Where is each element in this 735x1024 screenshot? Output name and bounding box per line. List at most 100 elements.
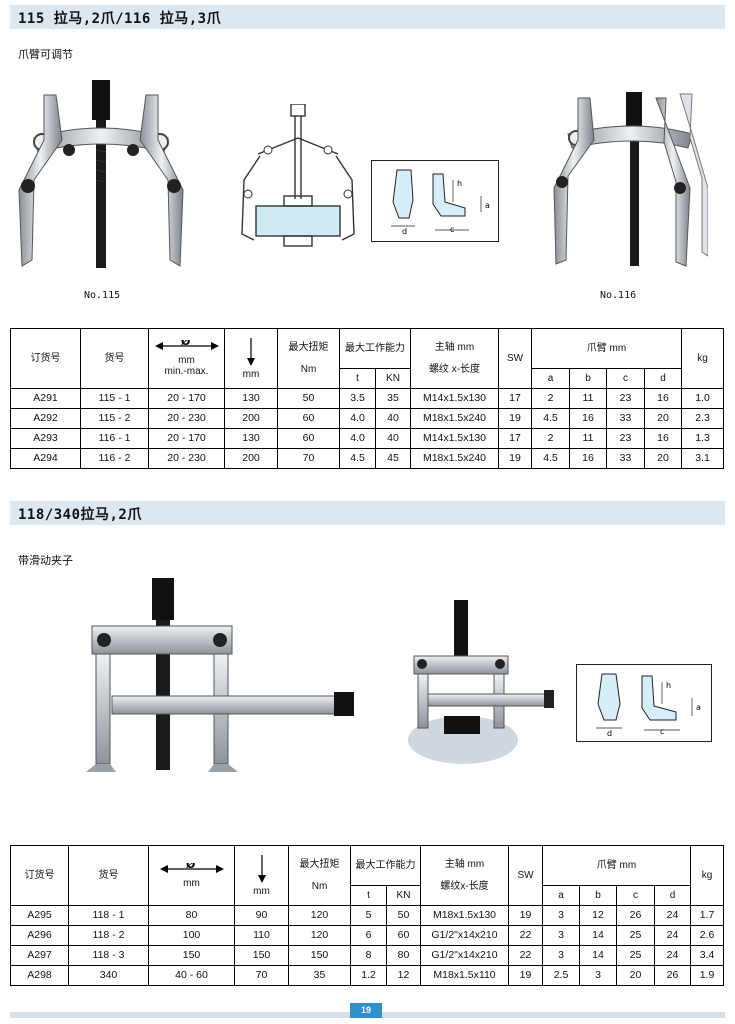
table-cell: 24 xyxy=(653,905,692,926)
header-item-no-2: 货号 xyxy=(68,845,149,906)
table-cell: 19 xyxy=(498,408,532,429)
table-cell: 11 xyxy=(569,388,607,409)
header-order-no: 订货号 xyxy=(10,328,81,389)
depth-arrow-icon xyxy=(247,337,255,366)
table-cell: 24 xyxy=(653,945,692,966)
header-d-2: d xyxy=(653,885,692,906)
table-cell: 150 xyxy=(288,945,351,966)
table-cell: 70 xyxy=(277,448,340,469)
header-capacity: 最大工作能力 xyxy=(339,328,411,369)
table-cell: 60 xyxy=(277,408,340,429)
table-cell: 3.1 xyxy=(681,448,725,469)
table-cell: 19 xyxy=(508,965,543,986)
header-spindle-2: 主轴 mm 螺纹x-长度 xyxy=(420,845,509,906)
header-a: a xyxy=(531,368,570,389)
section-title-2: 118/340拉马,2爪 xyxy=(18,507,142,523)
table-cell: 16 xyxy=(569,408,607,429)
table-cell: A291 xyxy=(10,388,81,409)
header-depth: mm xyxy=(224,328,278,389)
table-cell: 3 xyxy=(542,905,580,926)
header-torque-unit: Nm xyxy=(300,364,317,375)
two-jaw-puller-image xyxy=(18,80,184,268)
label-a: a xyxy=(485,201,490,210)
table-cell: 200 xyxy=(224,448,278,469)
table-cell: 50 xyxy=(386,905,421,926)
table-cell: 22 xyxy=(508,945,543,966)
header-depth-2: mm xyxy=(234,845,289,906)
section-header-bar: 115 拉马,2爪/116 拉马,3爪 xyxy=(10,5,725,29)
table-cell: 3 xyxy=(579,965,617,986)
table-cell: A292 xyxy=(10,408,81,429)
table-cell: 130 xyxy=(224,428,278,449)
table-cell: 45 xyxy=(375,448,411,469)
section-subtitle: 爪臂可调节 xyxy=(18,48,73,61)
table-cell: 20 xyxy=(643,408,683,429)
table-cell: 1.3 xyxy=(681,428,725,449)
table-cell: 23 xyxy=(606,428,645,449)
label-d: d xyxy=(402,227,407,236)
header-kg: kg xyxy=(681,328,725,389)
table-cell: 118 - 1 xyxy=(68,905,149,926)
table-cell: 25 xyxy=(616,945,655,966)
header-t: t xyxy=(339,368,376,389)
table-cell: 110 xyxy=(234,925,289,946)
table-cell: 1.0 xyxy=(681,388,725,409)
header-d: d xyxy=(643,368,683,389)
puller-on-bearing-image xyxy=(408,600,554,764)
table-cell: 120 xyxy=(288,925,351,946)
table-cell: 17 xyxy=(498,388,532,409)
table-cell: 24 xyxy=(653,925,692,946)
table-cell: A295 xyxy=(10,905,69,926)
table-cell: 20 - 230 xyxy=(148,408,225,429)
header-spindle-label: 主轴 mm xyxy=(434,342,475,353)
table-cell: 26 xyxy=(616,905,655,926)
header-spindle-label-2: 主轴 mm xyxy=(444,859,485,870)
table-cell: 25 xyxy=(616,925,655,946)
section-title: 115 拉马,2爪/116 拉马,3爪 xyxy=(18,11,222,27)
table-cell: 4.5 xyxy=(339,448,376,469)
table-cell: G1/2"x14x210 xyxy=(420,925,509,946)
diameter-arrow-icon-2: Ø xyxy=(159,858,224,873)
table-cell: 40 - 60 xyxy=(148,965,235,986)
header-depth-unit-2: mm xyxy=(253,885,270,897)
table-cell: 2.6 xyxy=(690,925,725,946)
table-cell: 33 xyxy=(606,408,645,429)
table-cell: 150 xyxy=(234,945,289,966)
table-cell: 60 xyxy=(386,925,421,946)
table-cell: 6 xyxy=(350,925,387,946)
three-jaw-puller-image xyxy=(553,92,708,267)
jaw-dimension-diagram: d c h a xyxy=(371,160,499,242)
table-cell: 50 xyxy=(277,388,340,409)
table-cell: 33 xyxy=(606,448,645,469)
table-cell: 16 xyxy=(643,388,683,409)
header-kg-2: kg xyxy=(690,845,725,906)
puller-line-drawing xyxy=(241,104,355,247)
table-cell: 1.7 xyxy=(690,905,725,926)
spec-table-2: 订货号 货号 Ø mm mm 最大扭矩 Nm 最大工作能力 主轴 mm 螺纹x-… xyxy=(10,845,725,986)
table-cell: 11 xyxy=(569,428,607,449)
table-cell: 340 xyxy=(68,965,149,986)
header-t-2: t xyxy=(350,885,387,906)
table-cell: 150 xyxy=(148,945,235,966)
table-cell: 4.0 xyxy=(339,428,376,449)
table-cell: 4.0 xyxy=(339,408,376,429)
header-diameter: Ø mm min.-max. xyxy=(148,328,225,389)
label-d-2: d xyxy=(607,729,612,738)
table-cell: 3.5 xyxy=(339,388,376,409)
sliding-clamp-puller-image xyxy=(86,578,354,772)
header-torque: 最大扭矩 Nm xyxy=(277,328,340,389)
spec-table-1: 订货号 货号 Ø mm min.-max. mm 最大扭矩 Nm 最大工作能力 … xyxy=(10,328,725,469)
table-cell: 1.9 xyxy=(690,965,725,986)
table-cell: 118 - 3 xyxy=(68,945,149,966)
table-cell: M14x1.5x130 xyxy=(410,428,499,449)
page-number: 19 xyxy=(350,1003,382,1018)
header-kn: KN xyxy=(375,368,411,389)
table-cell: 12 xyxy=(386,965,421,986)
table-cell: 4.5 xyxy=(531,448,570,469)
table-cell: 19 xyxy=(508,905,543,926)
table-cell: 200 xyxy=(224,408,278,429)
table-cell: M18x1.5x240 xyxy=(410,448,499,469)
table-cell: A296 xyxy=(10,925,69,946)
table-cell: 20 - 230 xyxy=(148,448,225,469)
